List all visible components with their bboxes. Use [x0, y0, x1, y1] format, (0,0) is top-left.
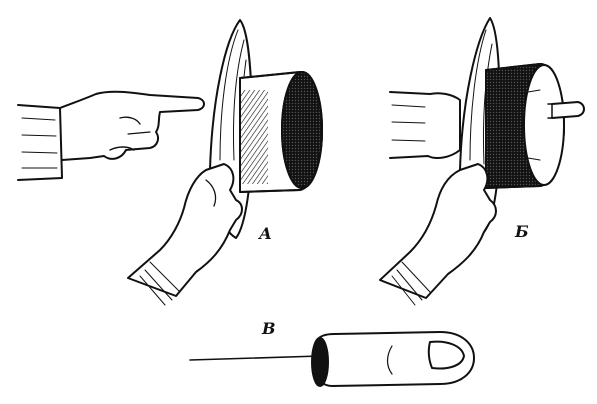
panel-b-label: Б: [515, 222, 529, 241]
holding-hand-a: [127, 163, 243, 306]
panel-a-label: А: [259, 224, 273, 243]
pointing-hand: [17, 90, 205, 181]
hat-crown-b: [485, 63, 565, 189]
needle: [189, 355, 321, 361]
protruding-finger: [547, 101, 585, 119]
hidden-hand: [389, 91, 461, 159]
panel-c-label: В: [262, 319, 276, 338]
fake-finger: [311, 331, 475, 387]
holding-hand-b: [379, 163, 497, 306]
panel-a: [17, 19, 323, 306]
panel-c: [189, 331, 475, 387]
hat-crown-a: [239, 71, 323, 193]
panel-b: [379, 17, 585, 306]
